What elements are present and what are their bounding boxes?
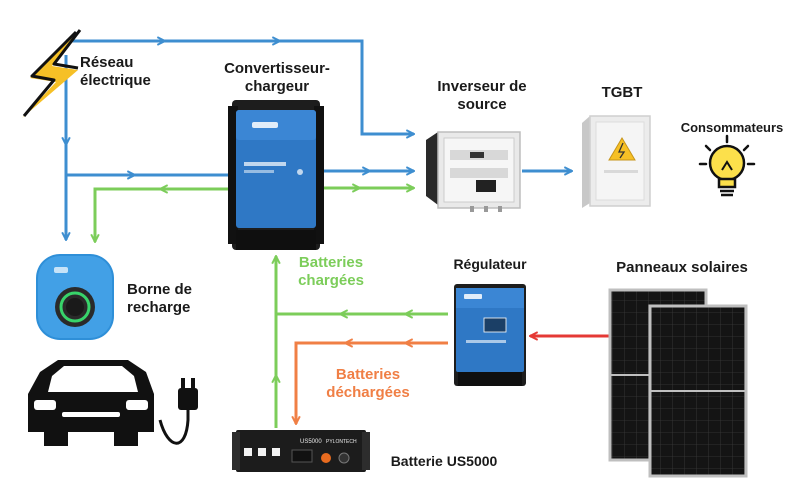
grid-label-line-1: Réseau	[80, 54, 134, 71]
charged-batteries-label-line-2: chargées	[298, 272, 364, 290]
discharged-batteries-label-line-1: Batteries	[335, 366, 401, 383]
grid-to-source-switch-top-line	[66, 39, 414, 134]
grid-label-line-2: électrique	[80, 72, 151, 90]
discharged-power-lines	[296, 343, 448, 424]
charged-power-lines	[95, 188, 448, 428]
lightning-bolt-icon	[22, 29, 82, 118]
inverter-charger-label-line-1: Convertisseur-	[224, 60, 330, 77]
car-icon	[28, 360, 154, 446]
consumers-label: Consommateurs	[680, 120, 784, 135]
inverter-charger-device	[228, 100, 324, 250]
inverter-charger-label-line-2: chargeur	[244, 78, 310, 96]
battery-model-label: US5000	[300, 439, 322, 445]
inverter-charger-to-ev-charger-line	[95, 187, 228, 242]
regulator-to-battery-line	[296, 341, 448, 424]
battery-label: Batterie US5000	[390, 453, 498, 469]
ev-charger-label: Borne de recharge	[127, 281, 192, 318]
source-switch-label: Inverseur de source	[420, 78, 544, 115]
light-bulb-icon	[698, 134, 756, 197]
source-switch-label-line-2: source	[457, 96, 507, 114]
battery-brand-label: PYLONTECH	[326, 439, 357, 445]
grid-label: Réseau électrique	[80, 54, 151, 91]
solar-panels-icon	[608, 288, 748, 478]
tgbt-cabinet	[582, 115, 651, 208]
regulator-device	[454, 284, 526, 386]
plug-icon	[158, 378, 198, 445]
charged-batteries-label: Batteries chargées	[286, 254, 376, 291]
discharged-batteries-label: Batteries déchargées	[320, 366, 416, 403]
source-switch-cabinet	[426, 131, 521, 212]
ev-charger-label-line-2: recharge	[127, 299, 191, 317]
charged-batteries-label-line-1: Batteries	[298, 254, 364, 271]
ev-charger-label-line-1: Borne de	[127, 281, 193, 298]
tgbt-label: TGBT	[601, 84, 643, 101]
solar-panels-label: Panneaux solaires	[616, 259, 748, 276]
regulator-label: Régulateur	[453, 256, 527, 272]
battery-device: US5000 PYLONTECH	[232, 430, 370, 472]
inverter-charger-label: Convertisseur- chargeur	[212, 60, 342, 97]
discharged-batteries-label-line-2: déchargées	[326, 384, 410, 402]
ev-wallbox-icon	[36, 254, 114, 340]
source-switch-label-line-1: Inverseur de	[437, 78, 527, 95]
grid-power-lines	[66, 41, 572, 240]
